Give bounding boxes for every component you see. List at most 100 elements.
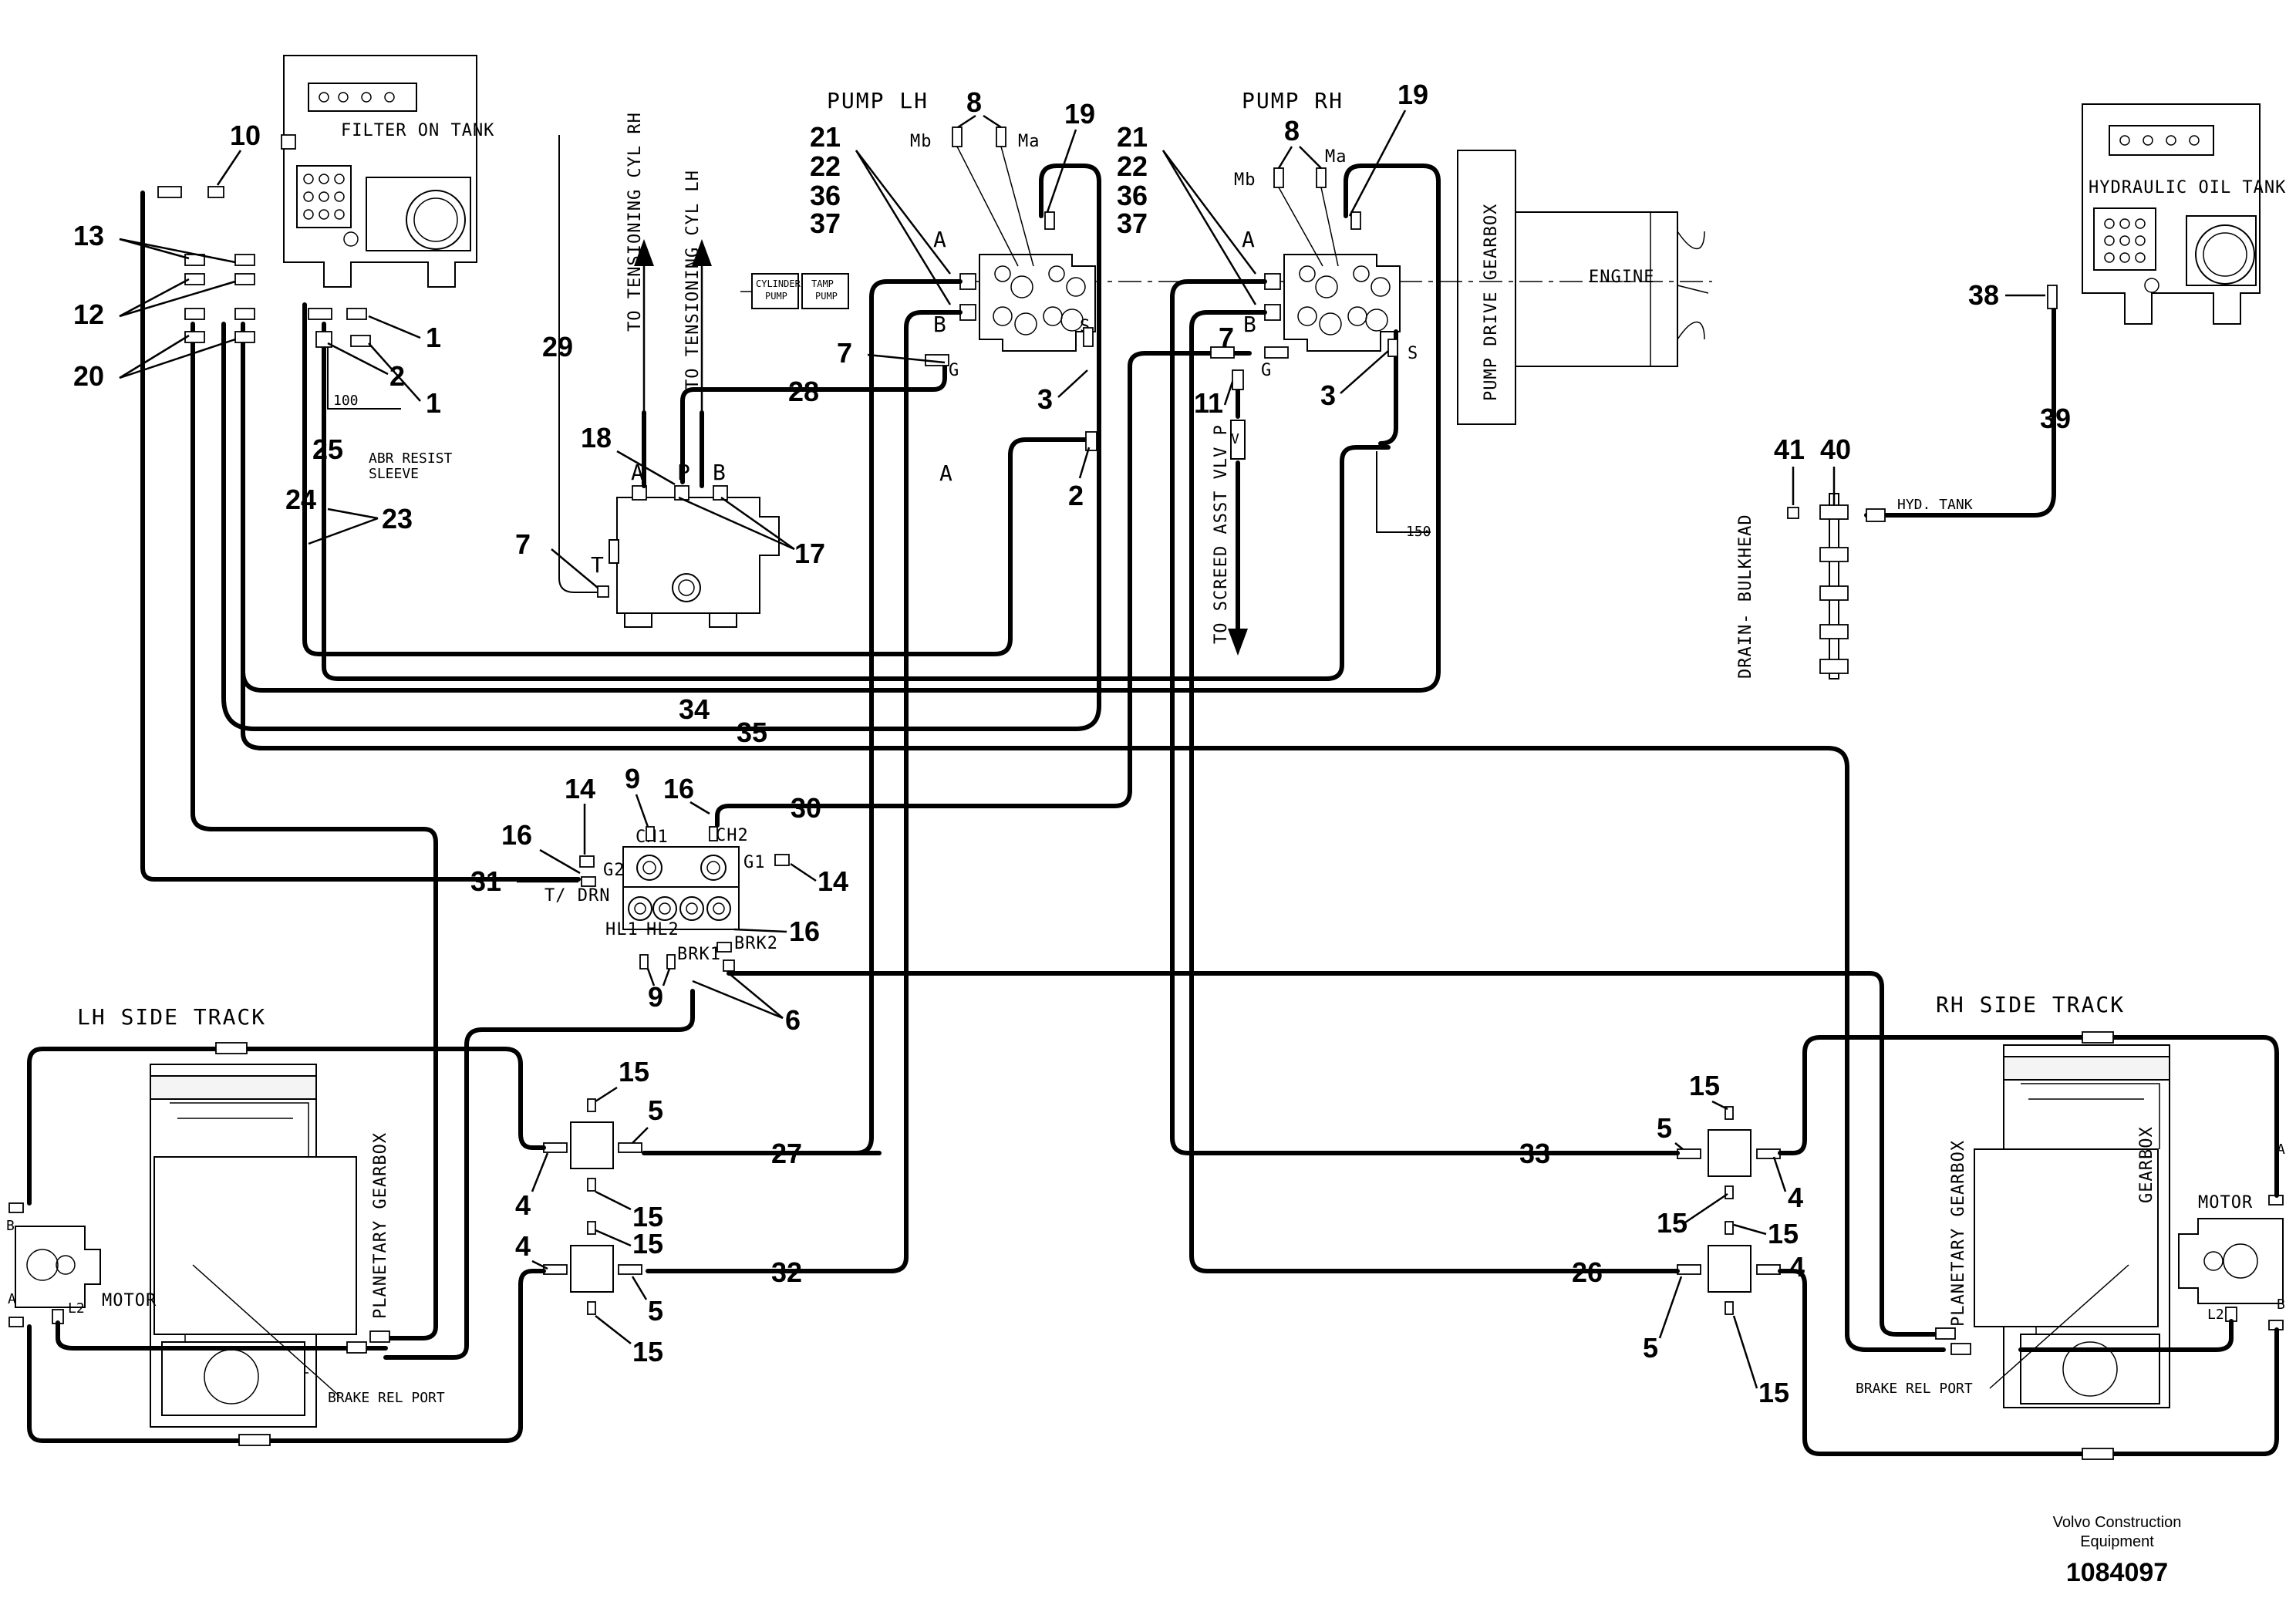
callout-41: 41 xyxy=(1774,433,1805,465)
callout-15-lh-b: 15 xyxy=(632,1201,663,1233)
manifold-port-brk2: BRK2 xyxy=(734,934,778,953)
hose-30 xyxy=(715,351,1252,828)
callout-6: 6 xyxy=(785,1004,801,1036)
svg-text:PUMP: PUMP xyxy=(815,291,838,302)
callout-11: 11 xyxy=(1194,387,1223,419)
hose-lh-l2 xyxy=(56,1320,388,1351)
pump-drive-gearbox: PUMP DRIVE GEARBOX xyxy=(1457,150,1516,425)
tensioning-valve-port-b: B xyxy=(713,460,727,485)
rh-side-track-label: RH SIDE TRACK xyxy=(1936,992,2125,1017)
rh-motor-label: MOTOR xyxy=(2198,1193,2253,1212)
hose-rh-loop-bot xyxy=(1778,1269,2279,1456)
callout-3-lh: 3 xyxy=(1037,383,1053,415)
callout-9-bottom: 9 xyxy=(648,981,663,1013)
tamp-pump-label: TAMP xyxy=(811,278,834,289)
footer: Volvo Construction Equipment 1084097 xyxy=(2053,1514,2182,1587)
hose-lh-loop-top xyxy=(27,1047,546,1206)
hose-21-rh xyxy=(1170,279,1680,1155)
pump-rh-port-ma: Ma xyxy=(1325,147,1347,167)
hose-39 xyxy=(1864,302,2056,518)
to-tensioning-cyl-rh-label: TO TENSIONING CYL RH xyxy=(625,112,645,332)
svg-text:PUMP: PUMP xyxy=(765,291,787,302)
pump-drive-gearbox-label: PUMP DRIVE GEARBOX xyxy=(1482,204,1501,401)
callout-15-rh-d: 15 xyxy=(1758,1377,1789,1408)
pump-lh-port-b: B xyxy=(933,312,948,337)
dim-150-line xyxy=(1376,451,1431,533)
pump-rh-port-g: G xyxy=(1261,361,1272,380)
pump-lh: PUMP LH A B G S Mb Ma xyxy=(827,88,1096,380)
callout-10: 10 xyxy=(230,120,261,151)
callout-12: 12 xyxy=(73,298,104,330)
callout-19-lh: 19 xyxy=(1064,98,1095,130)
pump-rh-label: PUMP RH xyxy=(1242,88,1344,113)
pump-rh: PUMP RH A B G S Mb Ma xyxy=(1234,88,1418,380)
filter-on-tank-label: FILTER ON TANK xyxy=(341,121,494,140)
pump-rh-port-b: B xyxy=(1243,312,1258,337)
hose-rh-l2 xyxy=(2018,1319,2234,1352)
pump-rh-port-s: S xyxy=(1408,344,1418,363)
manifold-port-hl1: HL1 xyxy=(605,920,639,939)
callout-25: 25 xyxy=(312,433,343,465)
lh-planetary-gearbox-label: PLANETARY GEARBOX xyxy=(371,1132,390,1319)
callout-19-rh: 19 xyxy=(1397,79,1428,110)
callout-5-lh-b: 5 xyxy=(648,1295,663,1327)
callout-23: 23 xyxy=(382,503,413,534)
callout-9-top: 9 xyxy=(625,763,640,794)
hose-label-a-center: A xyxy=(939,460,954,486)
rh-side-track: RH SIDE TRACK PLANETARY GEARBOX GEARBOX … xyxy=(1856,992,2285,1408)
lh-motor-port-a: A xyxy=(8,1291,16,1307)
rh-motor-port-l2: L2 xyxy=(2207,1307,2224,1323)
fittings xyxy=(157,134,2114,1460)
pump-rh-port-a: A xyxy=(1242,227,1256,252)
hyd-tank-label: HYD. TANK xyxy=(1897,497,1973,513)
rh-gearbox-label: GEARBOX xyxy=(2137,1126,2156,1203)
callout-13: 13 xyxy=(73,220,104,251)
abr-resist-label-2: SLEEVE xyxy=(369,466,419,482)
hose-35 xyxy=(221,164,1101,731)
manifold-port-g2: G2 xyxy=(603,861,625,880)
hose-brk2 xyxy=(727,971,1946,1337)
manifold-port-t-drn: T/ DRN xyxy=(544,886,610,905)
callout-7-left: 7 xyxy=(515,528,531,560)
callout-15-lh-d: 15 xyxy=(632,1336,663,1367)
hose-20-b xyxy=(241,329,1946,1352)
to-tensioning-cyl-lh-label: TO TENSIONING CYL LH xyxy=(683,170,703,389)
callout-33: 33 xyxy=(1519,1138,1550,1169)
manifold-port-ch2: CH2 xyxy=(716,826,749,845)
callout-27: 27 xyxy=(771,1138,802,1169)
dim-150: 150 xyxy=(1406,524,1431,540)
callout-8-rh: 8 xyxy=(1284,115,1300,147)
lh-motor-port-l2: L2 xyxy=(68,1300,85,1317)
engine: ENGINE xyxy=(918,211,1712,367)
lh-side-track-label: LH SIDE TRACK xyxy=(77,1004,266,1030)
callout-37-lh: 37 xyxy=(810,207,841,239)
hose-29 xyxy=(558,135,602,593)
callout-38: 38 xyxy=(1968,279,1999,311)
rh-brake-rel-port-label: BRAKE REL PORT xyxy=(1856,1381,1973,1397)
flow-arrows xyxy=(634,239,1248,656)
callout-7-lh: 7 xyxy=(837,337,852,369)
lh-side-track: LH SIDE TRACK PLANETARY GEARBOX BRAKE RE… xyxy=(6,1004,445,1428)
callout-4-rh-b: 4 xyxy=(1789,1251,1805,1283)
hose-20-a xyxy=(190,322,438,1340)
callout-18: 18 xyxy=(581,422,612,454)
hose-25 xyxy=(327,339,401,410)
engine-label: ENGINE xyxy=(1589,268,1654,287)
callout-21-lh: 21 xyxy=(810,121,841,153)
cylinder-tamp-pumps: CYLINDER PUMP TAMP PUMP xyxy=(740,273,849,309)
hose-s-rh xyxy=(1378,329,1398,446)
hose-32 xyxy=(646,310,963,1273)
pump-lh-label: PUMP LH xyxy=(827,88,929,113)
tensioning-valve: A P B T xyxy=(591,460,780,628)
screed-valve-symbol: V xyxy=(1231,431,1239,447)
lh-brake-rel-port-label: BRAKE REL PORT xyxy=(328,1390,445,1406)
pump-lh-port-mb: Mb xyxy=(910,132,932,151)
document-number: 1084097 xyxy=(2066,1558,2168,1587)
hose-31 xyxy=(140,191,581,882)
drain-bulkhead-label: DRAIN- BULKHEAD xyxy=(1736,514,1755,679)
pump-lh-port-g: G xyxy=(949,361,959,380)
dim-100: 100 xyxy=(333,393,359,409)
rh-upper-brake-valve xyxy=(1677,1106,1781,1199)
pump-rh-port-mb: Mb xyxy=(1234,170,1256,190)
callout-39: 39 xyxy=(2040,403,2071,434)
